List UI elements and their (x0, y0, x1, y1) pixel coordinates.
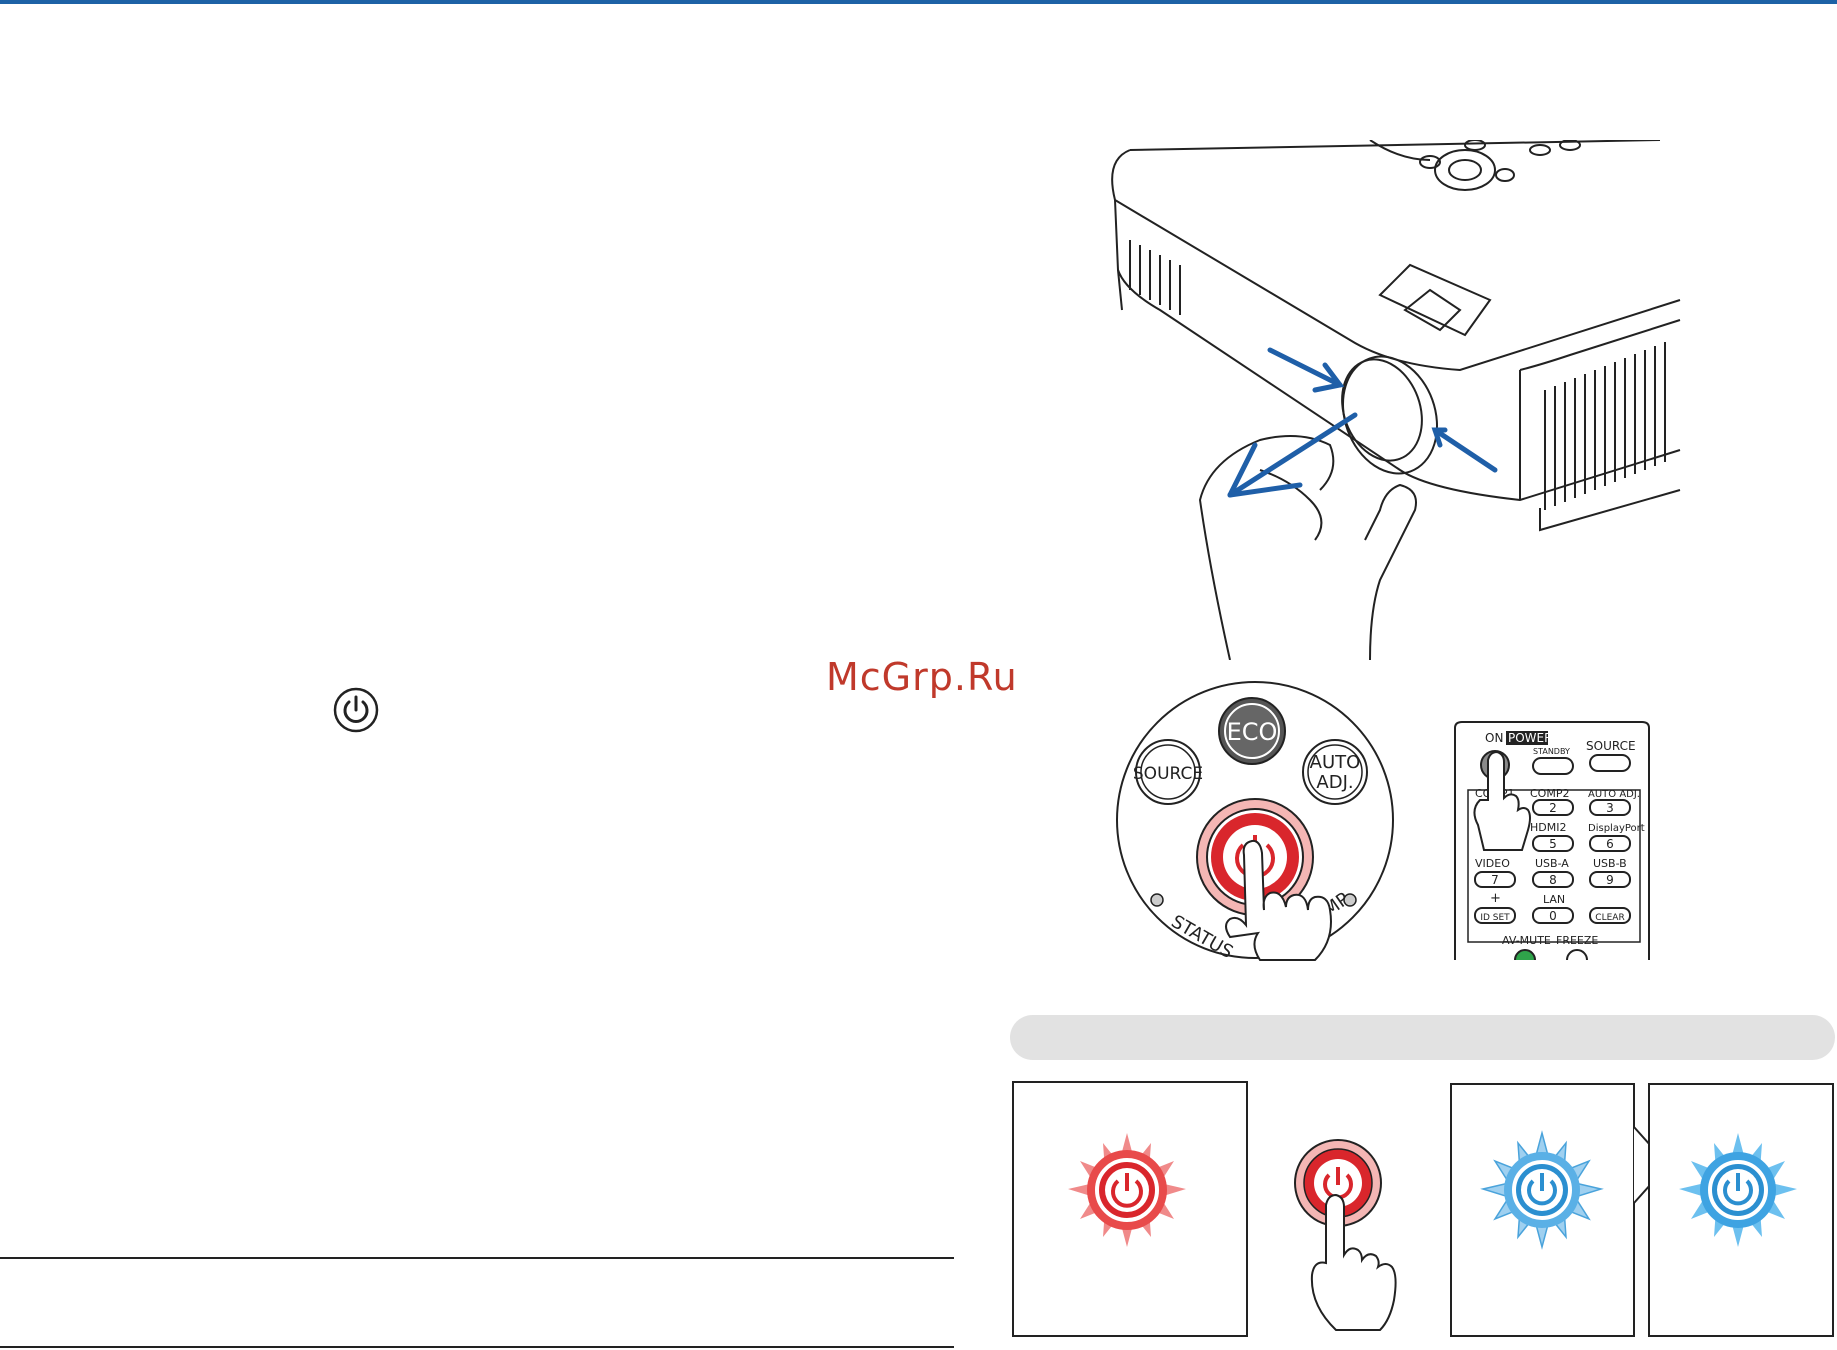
remote-autoadj-label: AUTO ADJ. (1588, 789, 1640, 800)
control-panel-illustration: ECO SOURCE AUTO ADJ. STATUS LAMP (1116, 681, 1394, 963)
power-icon (333, 687, 379, 733)
remote-power-label: POWER (1508, 731, 1552, 745)
blue-blink-power-icon (1480, 1130, 1604, 1250)
remote-idset-label: ID SET (1480, 913, 1510, 923)
remote-lan-label: LAN (1543, 893, 1565, 906)
state-box-on (1648, 1083, 1834, 1337)
status-band (1010, 1015, 1835, 1060)
blue-glow-power-icon (1679, 1133, 1797, 1247)
remote-clear-label: CLEAR (1595, 913, 1624, 923)
source-label: SOURCE (1133, 764, 1203, 784)
red-glow-power-icon (1068, 1133, 1186, 1247)
remote-usba-label: USB-A (1535, 857, 1569, 870)
eco-label: ECO (1227, 718, 1278, 746)
key-7: 7 (1491, 873, 1499, 887)
state-box-blinking (1450, 1083, 1635, 1337)
remote-standby-label: STANDBY (1533, 747, 1570, 756)
auto-label-1: AUTO (1310, 752, 1361, 773)
auto-label-2: ADJ. (1316, 772, 1353, 793)
footer-rule-top (0, 1257, 954, 1259)
key-0: 0 (1549, 909, 1557, 923)
remote-plus-label: + (1490, 891, 1501, 906)
key-2: 2 (1549, 801, 1557, 815)
key-6: 6 (1606, 837, 1614, 851)
key-5: 5 (1549, 837, 1557, 851)
remote-usbb-label: USB-B (1593, 857, 1627, 870)
projector-illustration (1111, 140, 1681, 660)
remote-freeze-label: FREEZE (1556, 934, 1598, 947)
remote-hdmi2-label: HDMI2 (1530, 821, 1566, 834)
remote-control-illustration: ON POWER STANDBY SOURCE COMP1 COMP2 AUTO… (1454, 721, 1650, 960)
key-8: 8 (1549, 873, 1557, 887)
footer-rule-bottom (0, 1346, 954, 1348)
remote-source-label: SOURCE (1586, 739, 1636, 753)
remote-avmute-label: AV-MUTE (1502, 934, 1551, 947)
press-power-button-illustration (1294, 1139, 1397, 1331)
remote-on-label: ON (1485, 731, 1503, 745)
key-9: 9 (1606, 873, 1614, 887)
key-3: 3 (1606, 801, 1614, 815)
remote-displayport-label: DisplayPort (1588, 823, 1645, 834)
top-accent-rule (0, 0, 1837, 4)
watermark: McGrp.Ru (826, 655, 1018, 699)
state-box-standby (1012, 1081, 1248, 1337)
remote-comp2-label: COMP2 (1530, 787, 1569, 800)
remote-video-label: VIDEO (1475, 857, 1510, 870)
